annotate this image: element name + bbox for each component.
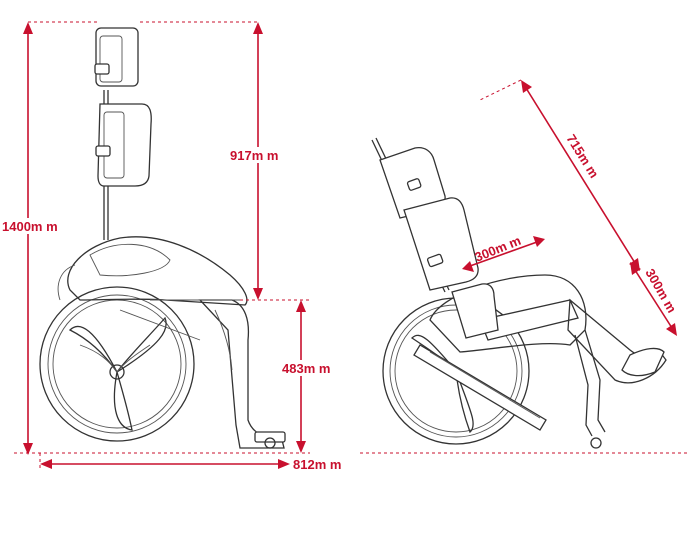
backrest-height-label: 917m m (230, 148, 278, 163)
overall-length-label: 812m m (293, 457, 341, 472)
seat-width-label: 300m m (473, 233, 524, 265)
tilted-wheelchair-drawing (371, 137, 667, 449)
overall-height-label: 1400m m (2, 219, 58, 234)
overall-height-dimension: 1400m m (2, 21, 100, 455)
upright-wheelchair-drawing (39, 27, 286, 449)
footrest-length-dimension: 300m m (630, 262, 680, 336)
overall-length-dimension: 812m m (39, 453, 341, 472)
seat-height-dimension: 483m m (240, 299, 342, 453)
backrest-height-dimension: 917m m (140, 21, 292, 300)
seat-height-label: 483m m (282, 361, 330, 376)
